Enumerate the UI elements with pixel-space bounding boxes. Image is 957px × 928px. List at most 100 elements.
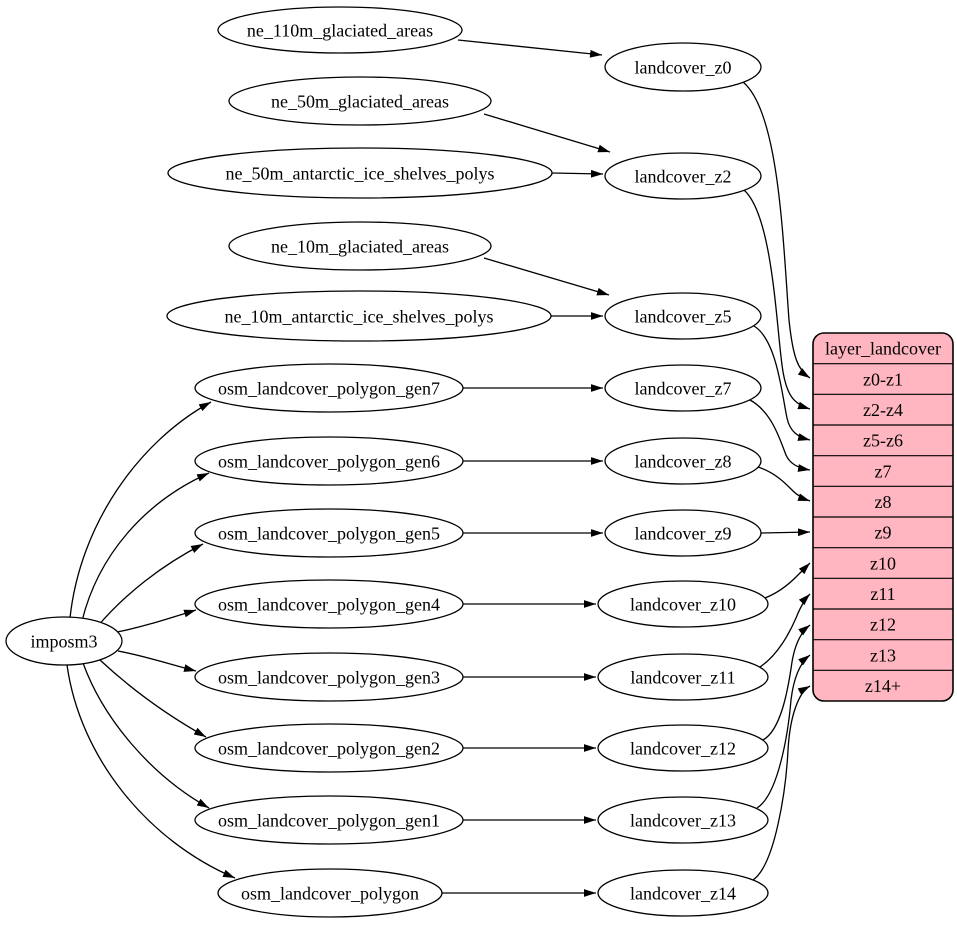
- osm_landcover_polygon_gen7-ellipse: [194, 363, 464, 413]
- osm_landcover_polygon_gen6-ellipse: [194, 436, 464, 486]
- edge-ne_110m_glaciated_areas-to-landcover_z0: [457, 39, 603, 58]
- node-ne_10m_glaciated_areas: ne_10m_glaciated_areas: [228, 221, 492, 271]
- landcover_z11-ellipse: [597, 653, 769, 701]
- node-ne_110m_glaciated_areas: ne_110m_glaciated_areas: [217, 6, 463, 54]
- node-label-landcover_z9: landcover_z9: [635, 523, 732, 543]
- node-label-landcover_z11: landcover_z11: [630, 667, 735, 687]
- imposm3-ellipse: [5, 616, 123, 666]
- node-label-landcover_z13: landcover_z13: [630, 810, 736, 830]
- node-label-osm_landcover_polygon: osm_landcover_polygon: [241, 883, 419, 903]
- edge-landcover_z10-to-layer_landcover-z10: [764, 562, 811, 599]
- node-osm_landcover_polygon_gen4: osm_landcover_polygon_gen4: [194, 579, 464, 629]
- node-label-ne_110m_glaciated_areas: ne_110m_glaciated_areas: [247, 20, 433, 40]
- nodes-layer: imposm3 ne_110m_glaciated_areas ne_50m_gla…: [5, 6, 954, 918]
- osm_landcover_polygon_gen1-ellipse: [194, 795, 464, 845]
- osm_landcover_polygon-ellipse: [217, 868, 443, 918]
- record-row-z14+: z14+: [865, 676, 901, 696]
- record-row-z2-z4: z2-z4: [863, 400, 903, 420]
- node-osm_landcover_polygon: osm_landcover_polygon: [217, 868, 443, 918]
- node-label-osm_landcover_polygon_gen4: osm_landcover_polygon_gen4: [218, 594, 440, 614]
- edge-imposm3-to-osm_landcover_polygon_gen3: [117, 650, 197, 672]
- ne_10m_glaciated_areas-ellipse: [228, 221, 492, 271]
- edge-landcover_z8-to-layer_landcover-z8: [757, 466, 811, 502]
- node-label-landcover_z14: landcover_z14: [630, 883, 736, 903]
- node-label-imposm3: imposm3: [30, 631, 97, 651]
- node-label-osm_landcover_polygon_gen7: osm_landcover_polygon_gen7: [218, 378, 440, 398]
- edge-imposm3-to-osm_landcover_polygon_gen6: [81, 472, 210, 622]
- landcover_z0-ellipse: [604, 42, 762, 92]
- node-label-landcover_z2: landcover_z2: [635, 166, 732, 186]
- node-landcover_z0: landcover_z0: [604, 42, 762, 92]
- edge-landcover_z12-to-layer_landcover-z12: [762, 624, 811, 741]
- node-landcover_z12: landcover_z12: [597, 724, 769, 772]
- record-row-z0-z1: z0-z1: [863, 369, 903, 389]
- node-label-osm_landcover_polygon_gen5: osm_landcover_polygon_gen5: [218, 523, 440, 543]
- node-landcover_z14: landcover_z14: [597, 869, 769, 917]
- landcover_z13-ellipse: [597, 796, 769, 844]
- node-label-osm_landcover_polygon_gen1: osm_landcover_polygon_gen1: [218, 810, 440, 830]
- node-landcover_z13: landcover_z13: [597, 796, 769, 844]
- ne_10m_antarctic_ice_shelves_polys-ellipse: [166, 290, 552, 342]
- edge-landcover_z13-to-layer_landcover-z13: [756, 654, 811, 809]
- landcover_z5-ellipse: [604, 292, 762, 340]
- node-label-ne_50m_glaciated_areas: ne_50m_glaciated_areas: [271, 91, 449, 111]
- landcover_z14-ellipse: [597, 869, 769, 917]
- edge-imposm3-to-osm_landcover_polygon: [66, 664, 236, 879]
- edge-imposm3-to-osm_landcover_polygon_gen2: [99, 659, 207, 738]
- node-label-osm_landcover_polygon_gen6: osm_landcover_polygon_gen6: [218, 451, 440, 471]
- node-imposm3: imposm3: [5, 616, 123, 666]
- edge-landcover_z9-to-layer_landcover-z9: [760, 528, 811, 537]
- edge-imposm3-to-osm_landcover_polygon_gen5: [96, 543, 204, 628]
- node-label-ne_10m_antarctic_ice_shelves_polys: ne_10m_antarctic_ice_shelves_polys: [225, 306, 494, 326]
- record-title: layer_landcover: [825, 339, 941, 359]
- record-row-z13: z13: [870, 645, 896, 665]
- edge-imposm3-to-osm_landcover_polygon_gen1: [82, 662, 210, 809]
- landcover_z10-ellipse: [597, 580, 769, 628]
- record-row-z10: z10: [870, 553, 896, 573]
- node-landcover_z2: landcover_z2: [604, 152, 762, 200]
- osm_landcover_polygon_gen5-ellipse: [194, 508, 464, 558]
- record-row-z5-z6: z5-z6: [863, 431, 903, 451]
- node-osm_landcover_polygon_gen3: osm_landcover_polygon_gen3: [194, 652, 464, 702]
- node-label-ne_50m_antarctic_ice_shelves_polys: ne_50m_antarctic_ice_shelves_polys: [226, 163, 495, 183]
- node-osm_landcover_polygon_gen5: osm_landcover_polygon_gen5: [194, 508, 464, 558]
- osm_landcover_polygon_gen3-ellipse: [194, 652, 464, 702]
- edge-imposm3-to-osm_landcover_polygon_gen7: [69, 401, 212, 619]
- edge-landcover_z0-to-layer_landcover-z0-z1: [742, 81, 811, 379]
- node-label-landcover_z0: landcover_z0: [635, 57, 732, 77]
- record-row-z8: z8: [875, 492, 892, 512]
- node-osm_landcover_polygon_gen1: osm_landcover_polygon_gen1: [194, 795, 464, 845]
- record-row-z9: z9: [875, 523, 892, 543]
- node-ne_10m_antarctic_ice_shelves_polys: ne_10m_antarctic_ice_shelves_polys: [166, 290, 552, 342]
- edge-landcover_z11-to-layer_landcover-z11: [759, 593, 811, 668]
- node-label-landcover_z5: landcover_z5: [635, 306, 732, 326]
- edge-landcover_z7-to-layer_landcover-z7: [749, 399, 811, 472]
- edge-landcover_z5-to-layer_landcover-z5-z6: [753, 325, 811, 441]
- node-landcover_z7: landcover_z7: [604, 364, 762, 412]
- node-osm_landcover_polygon_gen2: osm_landcover_polygon_gen2: [194, 723, 464, 773]
- edge-ne_10m_glaciated_areas-to-landcover_z5: [483, 257, 610, 296]
- node-label-landcover_z7: landcover_z7: [635, 378, 732, 398]
- node-label-osm_landcover_polygon_gen3: osm_landcover_polygon_gen3: [218, 667, 440, 687]
- edges-layer: [66, 39, 811, 897]
- landcover_z12-ellipse: [597, 724, 769, 772]
- node-label-landcover_z10: landcover_z10: [630, 594, 736, 614]
- osm_landcover_polygon_gen4-ellipse: [194, 579, 464, 629]
- ne_110m_glaciated_areas-ellipse: [217, 6, 463, 54]
- edge-ne_50m_glaciated_areas-to-landcover_z2: [483, 113, 611, 153]
- node-landcover_z11: landcover_z11: [597, 653, 769, 701]
- node-osm_landcover_polygon_gen6: osm_landcover_polygon_gen6: [194, 436, 464, 486]
- edge-landcover_z2-to-layer_landcover-z2-z4: [743, 189, 811, 410]
- node-label-landcover_z12: landcover_z12: [630, 738, 736, 758]
- node-osm_landcover_polygon_gen7: osm_landcover_polygon_gen7: [194, 363, 464, 413]
- node-label-landcover_z8: landcover_z8: [635, 451, 732, 471]
- record-node-layer_landcover: layer_landcoverz0-z1z2-z4z5-z6z7z8z9z10z…: [812, 332, 954, 702]
- node-label-ne_10m_glaciated_areas: ne_10m_glaciated_areas: [271, 236, 449, 256]
- edge-imposm3-to-osm_landcover_polygon_gen4: [116, 609, 197, 633]
- ne_50m_antarctic_ice_shelves_polys-ellipse: [167, 147, 553, 199]
- landcover_z9-ellipse: [604, 509, 762, 557]
- record-row-z12: z12: [870, 615, 896, 635]
- node-landcover_z10: landcover_z10: [597, 580, 769, 628]
